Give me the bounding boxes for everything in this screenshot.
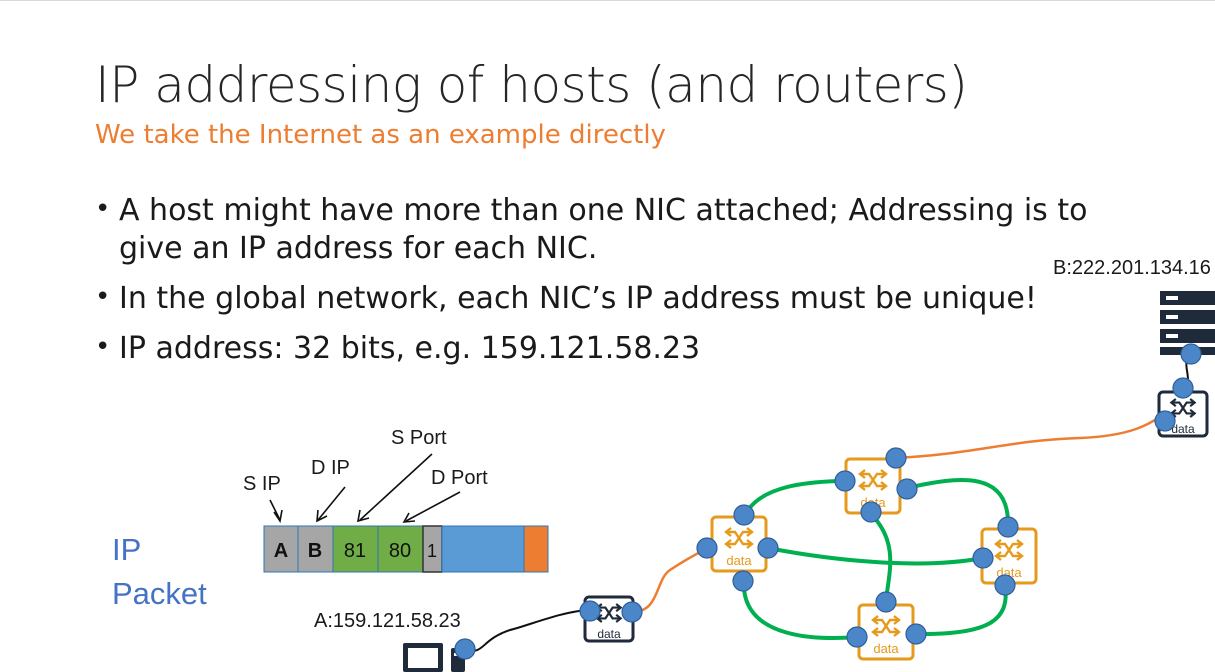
arrow <box>359 453 433 521</box>
slide-subtitle: We take the Internet as an example direc… <box>95 120 666 150</box>
nic-dot <box>733 504 755 526</box>
arrow <box>317 486 346 521</box>
packet-trailer <box>523 525 549 573</box>
ip-packet-label: Packet <box>112 576 207 611</box>
green-link <box>741 579 858 640</box>
nic-dot <box>972 547 994 569</box>
arrow <box>273 509 283 524</box>
label-d-ip: D IP <box>311 457 350 479</box>
bullet-item: IP address: 32 bits, e.g. 159.121.58.23 <box>95 328 1135 368</box>
nic-dot <box>994 574 1016 596</box>
packet-field-s-port <box>332 525 379 573</box>
svg-text:data: data <box>1171 422 1195 436</box>
packet-field-text: 81 <box>344 540 366 562</box>
bullet-item: A host might have more than one NIC atta… <box>95 190 1135 268</box>
svg-text:data: data <box>597 627 621 641</box>
nic-dot <box>885 447 907 469</box>
nic-dot <box>732 570 754 592</box>
arrow <box>316 509 328 523</box>
orange-link <box>631 546 709 614</box>
svg-text:data: data <box>873 641 899 656</box>
nic-dot <box>834 470 856 492</box>
network-links <box>464 354 1191 652</box>
packet-field-text: B <box>308 540 322 562</box>
top-border <box>0 0 1215 1</box>
green-link <box>743 479 839 517</box>
green-link <box>767 546 984 566</box>
bullet-list: A host might have more than one NIC atta… <box>95 190 1135 380</box>
host-b-address: B:222.201.134.16 <box>1053 257 1211 279</box>
host-a-address: A:159.121.58.23 <box>314 610 461 632</box>
nic-dot <box>875 591 897 613</box>
ip-packet: A B 81 80 1 <box>263 525 549 573</box>
field-annotations: S IP D IP S Port D Port <box>243 427 488 524</box>
slide-title: IP addressing of hosts (and routers) <box>95 56 968 114</box>
nic-dot <box>696 537 718 559</box>
green-link <box>870 513 893 603</box>
label-d-port: D Port <box>431 467 488 489</box>
packet-field-text: 1 <box>427 541 437 561</box>
arrow <box>356 509 370 523</box>
nic-dot <box>997 516 1019 538</box>
nic-dot <box>905 623 927 645</box>
router-icon: data <box>857 603 915 661</box>
nic-dot <box>757 537 779 559</box>
arrow <box>402 512 416 523</box>
black-link <box>464 609 589 652</box>
nic-dot <box>1154 410 1176 432</box>
packet-field-d-port <box>377 525 424 573</box>
nic-dot <box>860 501 882 523</box>
label-s-ip: S IP <box>243 473 281 495</box>
bullet-item: In the global network, each NIC’s IP add… <box>95 278 1135 318</box>
nic-dot <box>1180 343 1202 365</box>
packet-field-text: 80 <box>389 540 411 562</box>
green-link <box>915 584 1008 637</box>
arrow <box>405 491 461 522</box>
orange-link <box>892 410 1169 460</box>
packet-field-text: A <box>274 540 288 562</box>
router-icon: data <box>710 515 768 573</box>
nic-dot <box>579 600 601 622</box>
svg-text:data: data <box>726 553 752 568</box>
nic-dot <box>1172 377 1194 399</box>
ip-packet-label: IP <box>112 532 141 567</box>
nic-dot <box>846 626 868 648</box>
packet-payload <box>441 525 525 573</box>
green-link <box>906 478 1011 528</box>
arrow <box>269 499 281 521</box>
nic-dot <box>896 478 918 500</box>
packet-field-d-ip <box>297 525 334 573</box>
nic-dot <box>454 638 476 660</box>
nic-dots <box>454 343 1202 660</box>
label-s-port: S Port <box>391 427 447 449</box>
nic-dot <box>621 601 643 623</box>
